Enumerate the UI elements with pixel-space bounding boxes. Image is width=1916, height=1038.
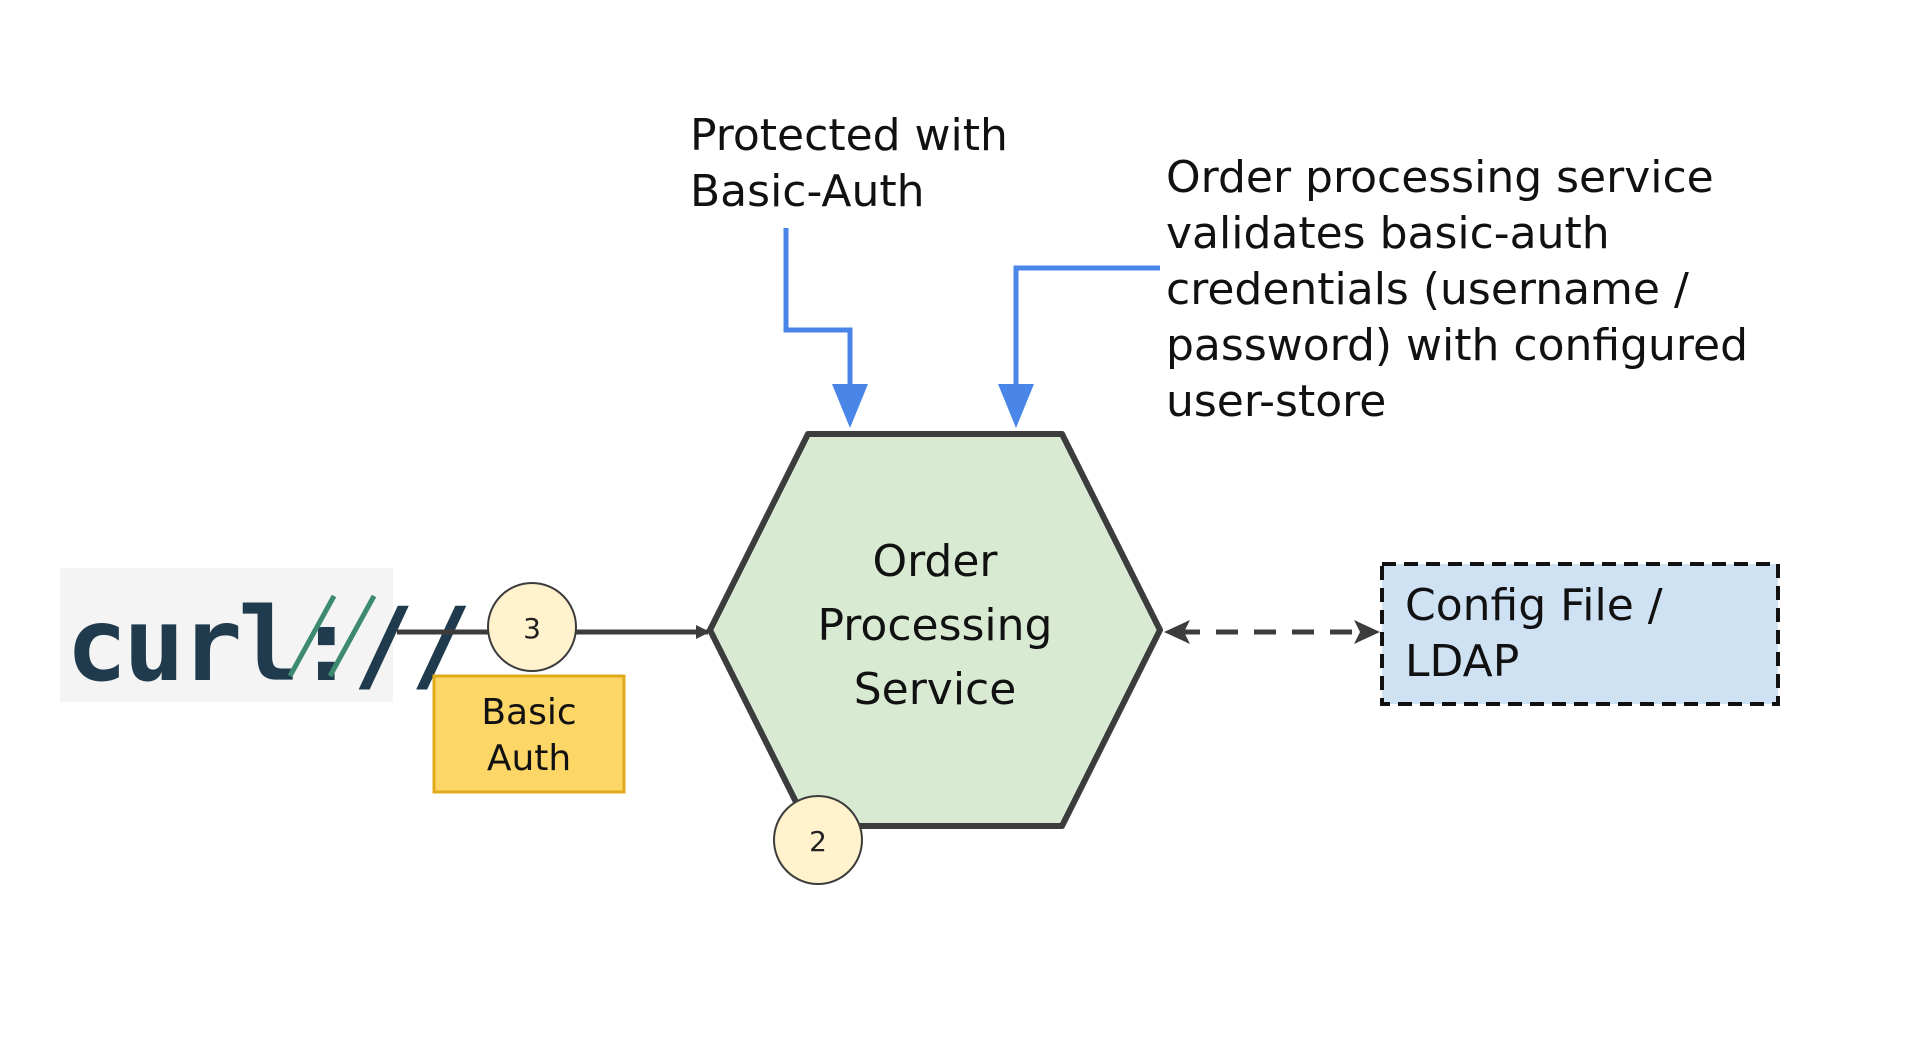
- step-badge-2: 2: [773, 795, 863, 885]
- step-badge-3-circle: [487, 582, 577, 672]
- basic-auth-box: Basic Auth: [432, 674, 626, 794]
- basic-auth-box-rect: [432, 674, 626, 794]
- step-badge-3: 3: [487, 582, 577, 672]
- protected-annotation-line-2: Basic-Auth: [690, 166, 925, 217]
- curl-logo-slash-1: [287, 594, 337, 678]
- validation-annotation-line-4: password) with configured: [1166, 320, 1748, 371]
- step-badge-2-circle: [773, 795, 863, 885]
- curl-logo-text: curl://: [66, 586, 468, 705]
- validation-annotation-arrowhead: [998, 384, 1034, 428]
- order-processing-service: Order Processing Service: [707, 431, 1163, 829]
- user-store-box: Config File / LDAP: [1380, 562, 1780, 706]
- curl-logo-slash-accent: [287, 594, 377, 678]
- service-label-line-2: Processing: [818, 600, 1053, 651]
- protected-annotation-arrowhead: [832, 384, 868, 428]
- validation-annotation-line-2: validates basic-auth: [1166, 208, 1610, 259]
- user-store-rect: [1380, 562, 1780, 706]
- user-store-label-line-2: LDAP: [1405, 636, 1519, 687]
- connector-arrowhead-left: [1164, 620, 1190, 644]
- curl-logo: curl://: [60, 568, 472, 705]
- curl-logo-slash-2: [327, 594, 377, 678]
- protected-annotation-line-1: Protected with: [690, 110, 1008, 161]
- service-hexagon: [707, 431, 1163, 829]
- step-badge-3-label: 3: [523, 612, 541, 645]
- validation-annotation-line-1: Order processing service: [1166, 152, 1714, 203]
- protected-annotation: Protected with Basic-Auth: [690, 110, 1008, 428]
- basic-auth-label-line-2: Auth: [487, 738, 571, 779]
- validation-annotation-line-5: user-store: [1166, 376, 1386, 427]
- connector-arrowhead-right: [1354, 620, 1380, 644]
- service-label-line-3: Service: [854, 664, 1017, 715]
- validation-annotation-line-3: credentials (username /: [1166, 264, 1689, 315]
- validation-annotation-arrow: [1013, 265, 1160, 400]
- basic-auth-label-line-1: Basic: [481, 692, 576, 733]
- service-label-line-1: Order: [872, 536, 998, 587]
- step-badge-2-label: 2: [809, 825, 827, 858]
- protected-annotation-arrow: [783, 228, 858, 416]
- curl-logo-background: [60, 568, 393, 702]
- validation-annotation: Order processing service validates basic…: [998, 152, 1748, 428]
- user-store-label-line-1: Config File /: [1405, 580, 1663, 631]
